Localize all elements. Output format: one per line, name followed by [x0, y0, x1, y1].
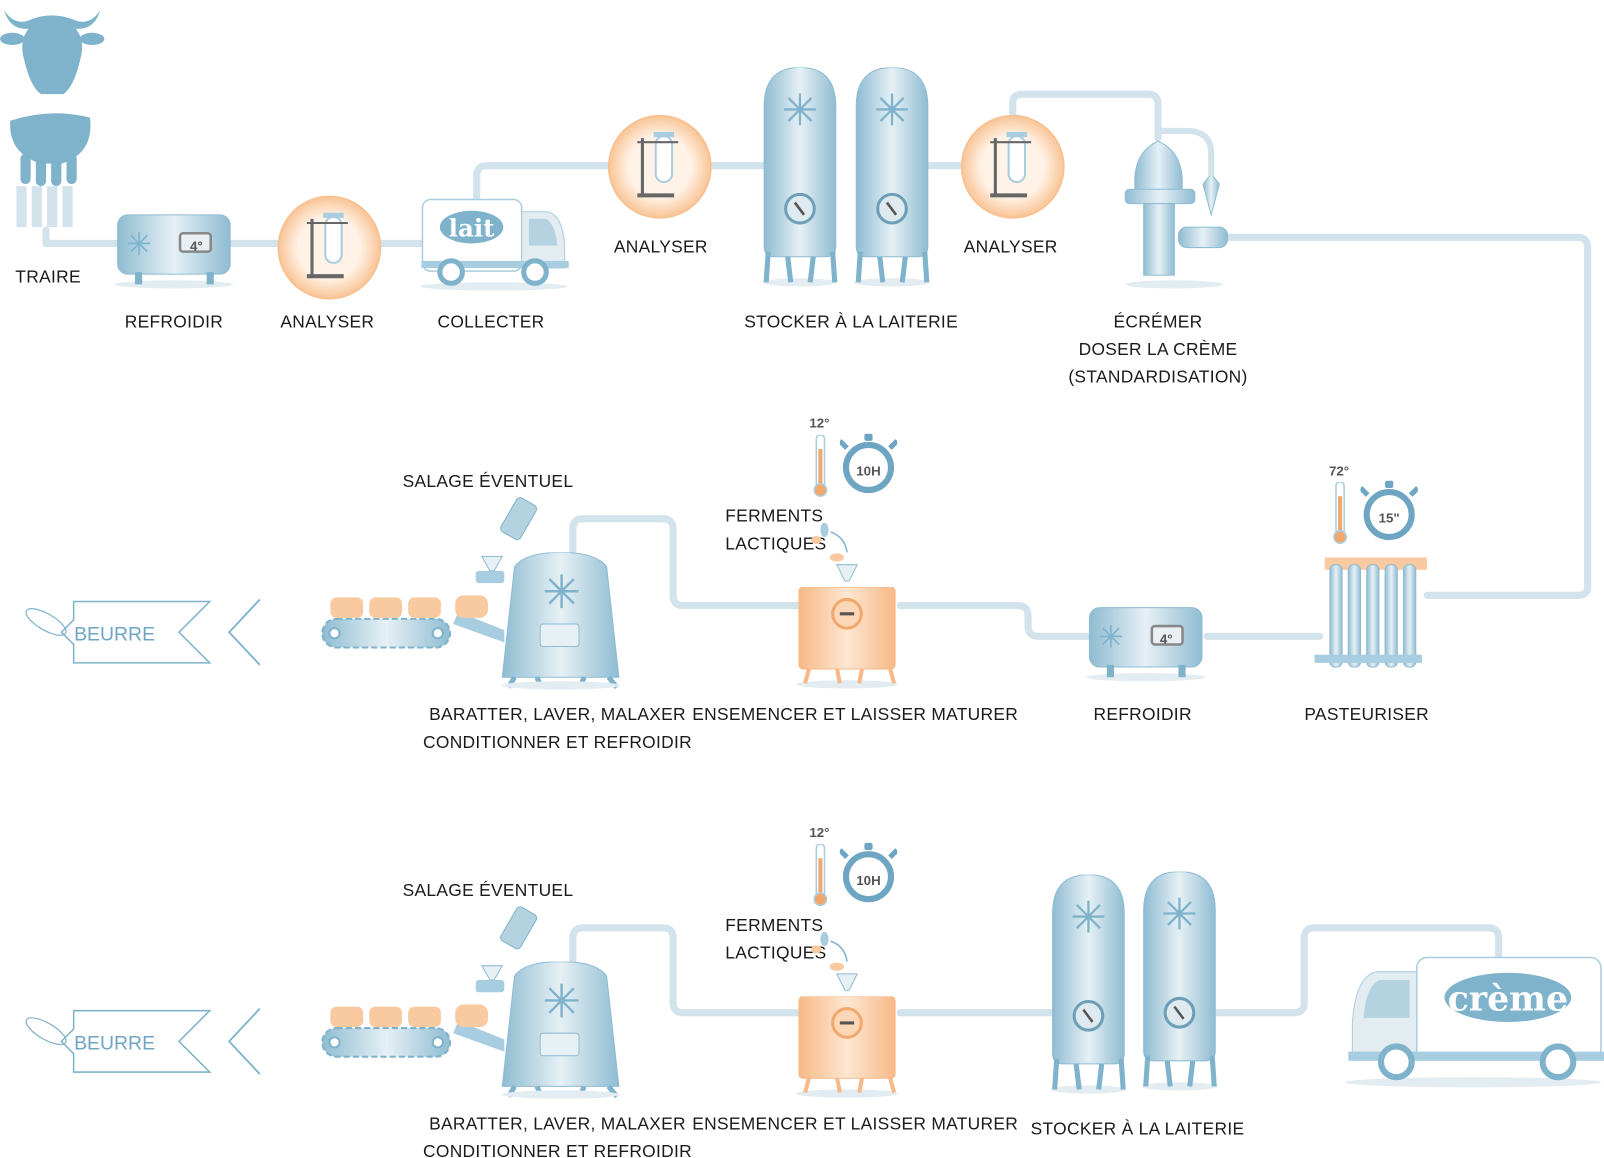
label-ferments: FERMENTS: [725, 506, 823, 526]
salt-shaker-icon: [500, 906, 538, 950]
arrow-left-icon: [227, 598, 261, 666]
storage-tank-icon: [854, 68, 930, 287]
label-stocker: STOCKER À LA LAITERIE: [1031, 1118, 1245, 1138]
label-ecremer: ÉCRÉMER: [1113, 311, 1202, 331]
label-salage: SALAGE ÉVENTUEL: [403, 880, 574, 900]
pasteurizer-radiator-icon: [1314, 557, 1428, 668]
label-analyser: ANALYSER: [614, 237, 708, 257]
label-ferments: FERMENTS: [725, 915, 823, 935]
label-standardisation: (STANDARDISATION): [1068, 367, 1247, 387]
pipe-row3-a: [1213, 924, 1503, 1017]
storage-tank-icon: [762, 68, 838, 287]
label-traire: TRAIRE: [15, 266, 81, 286]
label-salage: SALAGE ÉVENTUEL: [403, 471, 574, 491]
label-lactiques: LACTIQUES: [725, 943, 826, 963]
past-temp-value: 72°: [1329, 464, 1349, 479]
arrow-left-icon: [227, 1008, 261, 1075]
butter-tag-icon: BEURRE: [25, 600, 212, 664]
maturation-vat-icon: [796, 587, 898, 688]
thermometer-icon: [813, 434, 828, 497]
cooler-icon: [115, 215, 234, 289]
test-tube-icon: [278, 196, 380, 298]
test-tube-icon: [962, 116, 1064, 218]
pipe-row1-d: [1009, 90, 1162, 142]
label-refroidir: REFROIDIR: [1093, 704, 1191, 724]
temp-value: 12°: [809, 416, 829, 431]
butter-tag-icon: BEURRE: [25, 1009, 212, 1073]
label-refroidir: REFROIDIR: [125, 311, 223, 331]
label-stocker: STOCKER À LA LAITERIE: [744, 311, 958, 331]
label-lactiques: LACTIQUES: [725, 533, 826, 553]
past-timer-value: 15": [1379, 511, 1400, 526]
storage-tank-icon: [1051, 875, 1127, 1094]
stopwatch-icon: [1361, 481, 1418, 537]
timer-value: 10H: [856, 464, 880, 479]
label-ensemencer: ENSEMENCER ET LAISSER MATURER: [692, 704, 1018, 724]
milk-truck-icon: lait: [420, 198, 569, 291]
cooler-temp: 4°: [190, 239, 203, 254]
timer-value: 10H: [856, 873, 880, 888]
label-collecter: COLLECTER: [437, 311, 544, 331]
pipe-cream-out: [1218, 233, 1592, 599]
ferments-icon: [811, 931, 859, 991]
pipe-row2-b: [896, 602, 1094, 640]
truck-brand: crème: [1448, 979, 1569, 1020]
salt-shaker-icon: [500, 497, 538, 541]
stopwatch-icon: [840, 843, 897, 899]
cooler-temp: 4°: [1160, 631, 1173, 646]
label-barattage: BARATTER, LAVER, MALAXER: [429, 1113, 686, 1133]
label-analyser: ANALYSER: [964, 237, 1058, 257]
cooler-icon: [1086, 608, 1205, 682]
label-conditionner: CONDITIONNER ET REFROIDIR: [423, 732, 692, 752]
label-ensemencer: ENSEMENCER ET LAISSER MATURER: [692, 1113, 1018, 1133]
cream-separator-icon: [1124, 127, 1229, 289]
cream-truck-icon: crème: [1345, 956, 1604, 1088]
maturation-vat-icon: [796, 996, 898, 1097]
stopwatch-icon: [840, 434, 897, 490]
butter-label: BEURRE: [74, 623, 155, 645]
churn-machine-icon: [322, 552, 620, 689]
udder-icon: [10, 113, 91, 228]
churn-machine-icon: [322, 962, 620, 1099]
label-pasteuriser: PASTEURISER: [1304, 704, 1429, 724]
truck-brand: lait: [449, 213, 496, 242]
label-barattage: BARATTER, LAVER, MALAXER: [429, 704, 686, 724]
thermometer-icon: [1333, 481, 1347, 544]
thermometer-icon: [813, 843, 828, 907]
ferments-icon: [811, 522, 859, 582]
label-conditionner: CONDITIONNER ET REFROIDIR: [423, 1141, 692, 1158]
test-tube-icon: [609, 116, 711, 218]
storage-tank-icon: [1142, 872, 1218, 1091]
temp-value: 12°: [809, 825, 829, 840]
pipes: [42, 90, 1592, 1017]
butter-label: BEURRE: [74, 1033, 155, 1055]
cow-icon: [0, 10, 105, 95]
label-doser-creme: DOSER LA CRÈME: [1079, 339, 1238, 359]
label-analyser: ANALYSER: [280, 311, 374, 331]
pipe-row3-c: [569, 924, 802, 1017]
pipe-row2-c: [569, 515, 802, 610]
pipe-row1-b: [473, 162, 782, 204]
